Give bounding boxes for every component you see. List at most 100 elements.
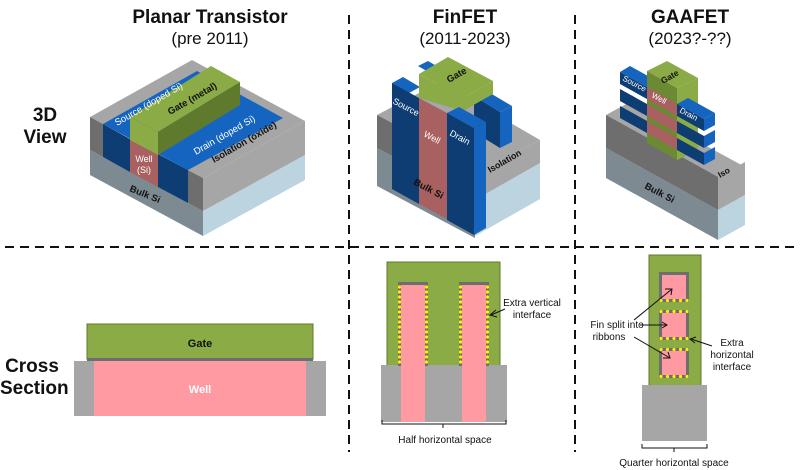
interface-dot (424, 335, 429, 339)
finfet-bulk-side (475, 163, 540, 236)
interface-dot (397, 320, 402, 324)
interface-dot (485, 335, 490, 339)
planar-well-label-2: (Si) (137, 165, 151, 175)
interface-dot (424, 310, 429, 314)
row-label-3d-view: 3D View (6, 105, 84, 149)
interface-dot (397, 290, 402, 294)
interface-dot (458, 290, 463, 294)
interface-dot (485, 330, 490, 334)
column-header-planar: Planar Transistor (pre 2011) (90, 7, 330, 49)
gaafet-well-1 (647, 87, 677, 116)
interface-dot (397, 285, 402, 289)
interface-dot (424, 300, 429, 304)
finfet-isolation-side (475, 140, 540, 200)
interface-dot (672, 298, 676, 303)
planar-cross-iso-left (74, 361, 94, 416)
interface-dot (485, 360, 490, 364)
interface-dot (397, 300, 402, 304)
finfet-arrowhead-icon (488, 309, 498, 318)
interface-dot (685, 374, 689, 379)
interface-dot (458, 315, 463, 319)
interface-dot (397, 310, 402, 314)
finfet-fin-1 (401, 285, 425, 422)
interface-dot (424, 345, 429, 349)
planar-isolation-front-right (188, 170, 203, 211)
interface-dot (678, 309, 683, 314)
interface-dot (485, 300, 490, 304)
interface-dot (678, 374, 683, 379)
finfet-interface-dots (397, 285, 490, 364)
finfet-title: FinFET (432, 7, 498, 28)
planar-cross-gate (86, 323, 314, 360)
finfet-brace-label: Half horizontal space (398, 435, 492, 446)
interface-dot (485, 345, 490, 349)
interface-dot (458, 305, 463, 309)
gaafet-fin-line1: Fin split into (590, 320, 644, 331)
interface-dot (685, 336, 689, 341)
interface-dot (485, 285, 490, 289)
finfet-brace (381, 420, 507, 425)
column-header-finfet: FinFET (2011-2023) (375, 7, 555, 49)
planar-isolation-side (203, 121, 305, 211)
interface-dot (397, 335, 402, 339)
interface-dot (458, 345, 463, 349)
interface-dot (659, 309, 663, 314)
interface-dot (665, 298, 670, 303)
finfet-well-front (419, 98, 447, 219)
planar-source-front (103, 124, 130, 172)
interface-dot (424, 330, 429, 334)
interface-dot (685, 309, 689, 314)
column-header-gaafet: GAAFET (2023?-??) (600, 7, 780, 49)
finfet-cross-section: Extra vertical interface Half horizontal… (381, 261, 561, 446)
finfet-drain-front (447, 113, 474, 235)
finfet-source-front (392, 83, 419, 204)
interface-dot (665, 309, 670, 314)
interface-dot (485, 320, 490, 324)
finfet-annotation-line1: Extra vertical (503, 298, 561, 309)
gaafet-3d-view: Gate Source Well Drain Iso Bulk Si (606, 61, 745, 240)
finfet-gate-side (463, 81, 493, 111)
interface-dot (685, 347, 689, 352)
interface-dot (485, 315, 490, 319)
interface-dot (678, 347, 683, 352)
gaafet-cross-section: Fin split into ribbons Extra horizontal … (590, 254, 754, 469)
planar-cross-iso-right (306, 361, 326, 416)
finfet-3d-view: Gate Source Well Drain Isolation Bulk Si (377, 57, 540, 238)
interface-dot (397, 305, 402, 309)
finfet-drain-top (447, 107, 486, 128)
gaafet-well-2 (647, 104, 677, 133)
finfet-annotation-arrow (490, 308, 506, 316)
interface-dot (458, 295, 463, 299)
planar-3d-view: Source (doped Si) Gate (metal) Drain (do… (90, 60, 305, 236)
finfet-annotation-line2: interface (513, 310, 552, 321)
interface-dot (397, 345, 402, 349)
row-label-cross-section: Cross Section (0, 356, 69, 400)
planar-gate-top (130, 66, 240, 132)
finfet-fin-2 (462, 285, 486, 422)
row-label-cross-line2: Section (0, 378, 69, 399)
planar-bulk-side (203, 155, 305, 236)
interface-dot (424, 295, 429, 299)
gaafet-extra-line1: Extra (720, 338, 744, 349)
planar-gate-side (158, 82, 240, 155)
interface-dot (424, 355, 429, 359)
interface-dot (485, 310, 490, 314)
interface-dot (672, 347, 676, 352)
gaafet-well-3 (647, 121, 677, 150)
interface-dot (397, 355, 402, 359)
gaafet-title: GAAFET (650, 7, 730, 28)
interface-dot (424, 315, 429, 319)
interface-dot (458, 285, 463, 289)
gaafet-interface-dots (659, 298, 689, 379)
finfet-gate-top (419, 57, 493, 98)
interface-dot (685, 298, 689, 303)
interface-dot (659, 374, 663, 379)
interface-dot (485, 355, 490, 359)
interface-dot (397, 330, 402, 334)
row-label-3d-line2: View (23, 127, 67, 148)
interface-dot (665, 374, 670, 379)
interface-dot (458, 300, 463, 304)
finfet-cross-isolation (381, 365, 507, 422)
gaafet-fin-line2: ribbons (593, 332, 626, 343)
interface-dot (672, 309, 676, 314)
